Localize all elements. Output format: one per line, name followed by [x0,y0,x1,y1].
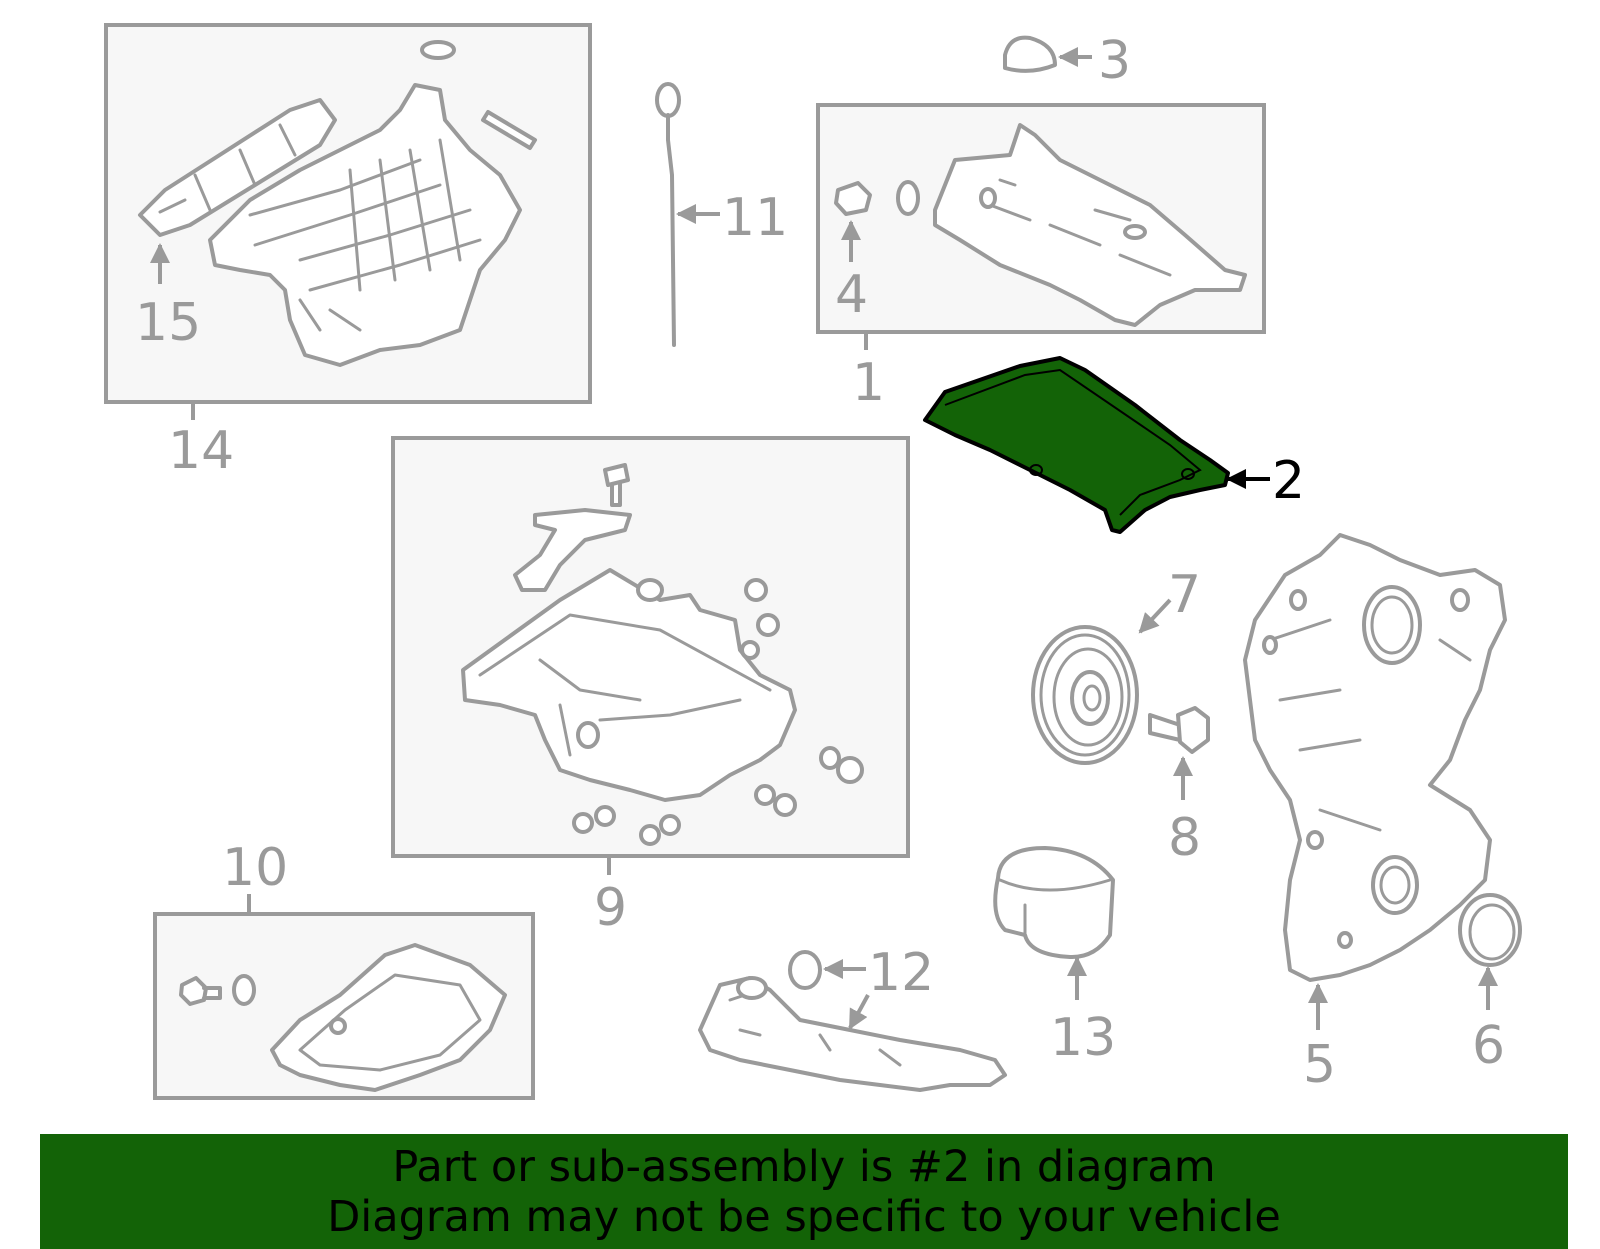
crank-pulley-group[interactable]: 7 [1031,565,1201,765]
callout-1[interactable]: 1 [852,332,885,413]
oil-pickup-group[interactable] [698,950,1007,1092]
callout-8-label: 8 [1168,808,1201,868]
callout-14[interactable]: 14 [168,402,234,481]
callout-15-label: 15 [135,293,201,353]
callout-4[interactable]: 4 [835,220,868,325]
oil-filter-part [993,846,1115,960]
dipstick-group[interactable]: 11 [655,82,788,347]
callout-9-label: 9 [594,878,627,938]
bolt-part [834,181,872,216]
oil-cap-group[interactable]: 3 [1003,31,1131,91]
intake-gasket-part [138,98,337,237]
timing-cover-group[interactable]: 5 [1243,533,1507,1095]
oil-filter-group[interactable]: 13 [993,846,1116,1068]
oil-pan-part [461,568,797,802]
banner-line-2: Diagram may not be specific to your vehi… [327,1191,1281,1242]
oil-pan-group[interactable] [391,436,910,858]
callout-13-label: 13 [1050,1008,1116,1068]
callout-12-label: 12 [868,943,934,1003]
dipstick-part [666,113,676,347]
valve-cover-gasket-group[interactable] [923,356,1230,534]
callout-2[interactable]: 2 [1226,451,1305,511]
o-ring-part [420,40,456,60]
trans-pan-group[interactable] [153,912,535,1100]
callout-3-label: 3 [1098,31,1131,91]
oil-cap-part [1003,35,1057,73]
drain-plug-part [179,976,222,1006]
crank-seal-group[interactable]: 6 [1458,893,1522,1076]
timing-cover-part [1243,533,1507,982]
callout-11-label: 11 [722,188,788,248]
bracket-part [513,508,632,592]
crank-bolt-group[interactable]: 8 [1148,706,1210,868]
pickup-o-ring-part [788,950,822,990]
callout-6-label: 6 [1472,1016,1505,1076]
oil-pickup-part [698,976,1007,1092]
callout-4-label: 4 [835,265,868,325]
trans-pan-part [270,943,507,1092]
washer-part [896,180,920,216]
info-banner: Part or sub-assembly is #2 in diagram Di… [40,1134,1568,1249]
valve-cover-group[interactable] [816,103,1266,334]
callout-10[interactable]: 10 [222,838,288,914]
valve-cover-gasket-part [923,356,1230,534]
seal-strip-part [481,110,537,150]
crank-bolt-part [1148,713,1182,742]
banner-line-1: Part or sub-assembly is #2 in diagram [392,1141,1216,1192]
callout-12[interactable]: 12 [823,943,934,1030]
callout-9[interactable]: 9 [594,856,627,938]
intake-manifold-group[interactable] [104,23,592,404]
callout-10-label: 10 [222,838,288,898]
drain-washer-part [232,974,256,1006]
callout-14-label: 14 [168,421,234,481]
callout-2-label: 2 [1272,451,1305,511]
callout-1-label: 1 [852,353,885,413]
callout-15[interactable]: 15 [135,243,201,353]
callout-5-label: 5 [1303,1035,1336,1095]
callout-7-label: 7 [1168,565,1201,625]
dipstick-handle-part [655,82,681,118]
